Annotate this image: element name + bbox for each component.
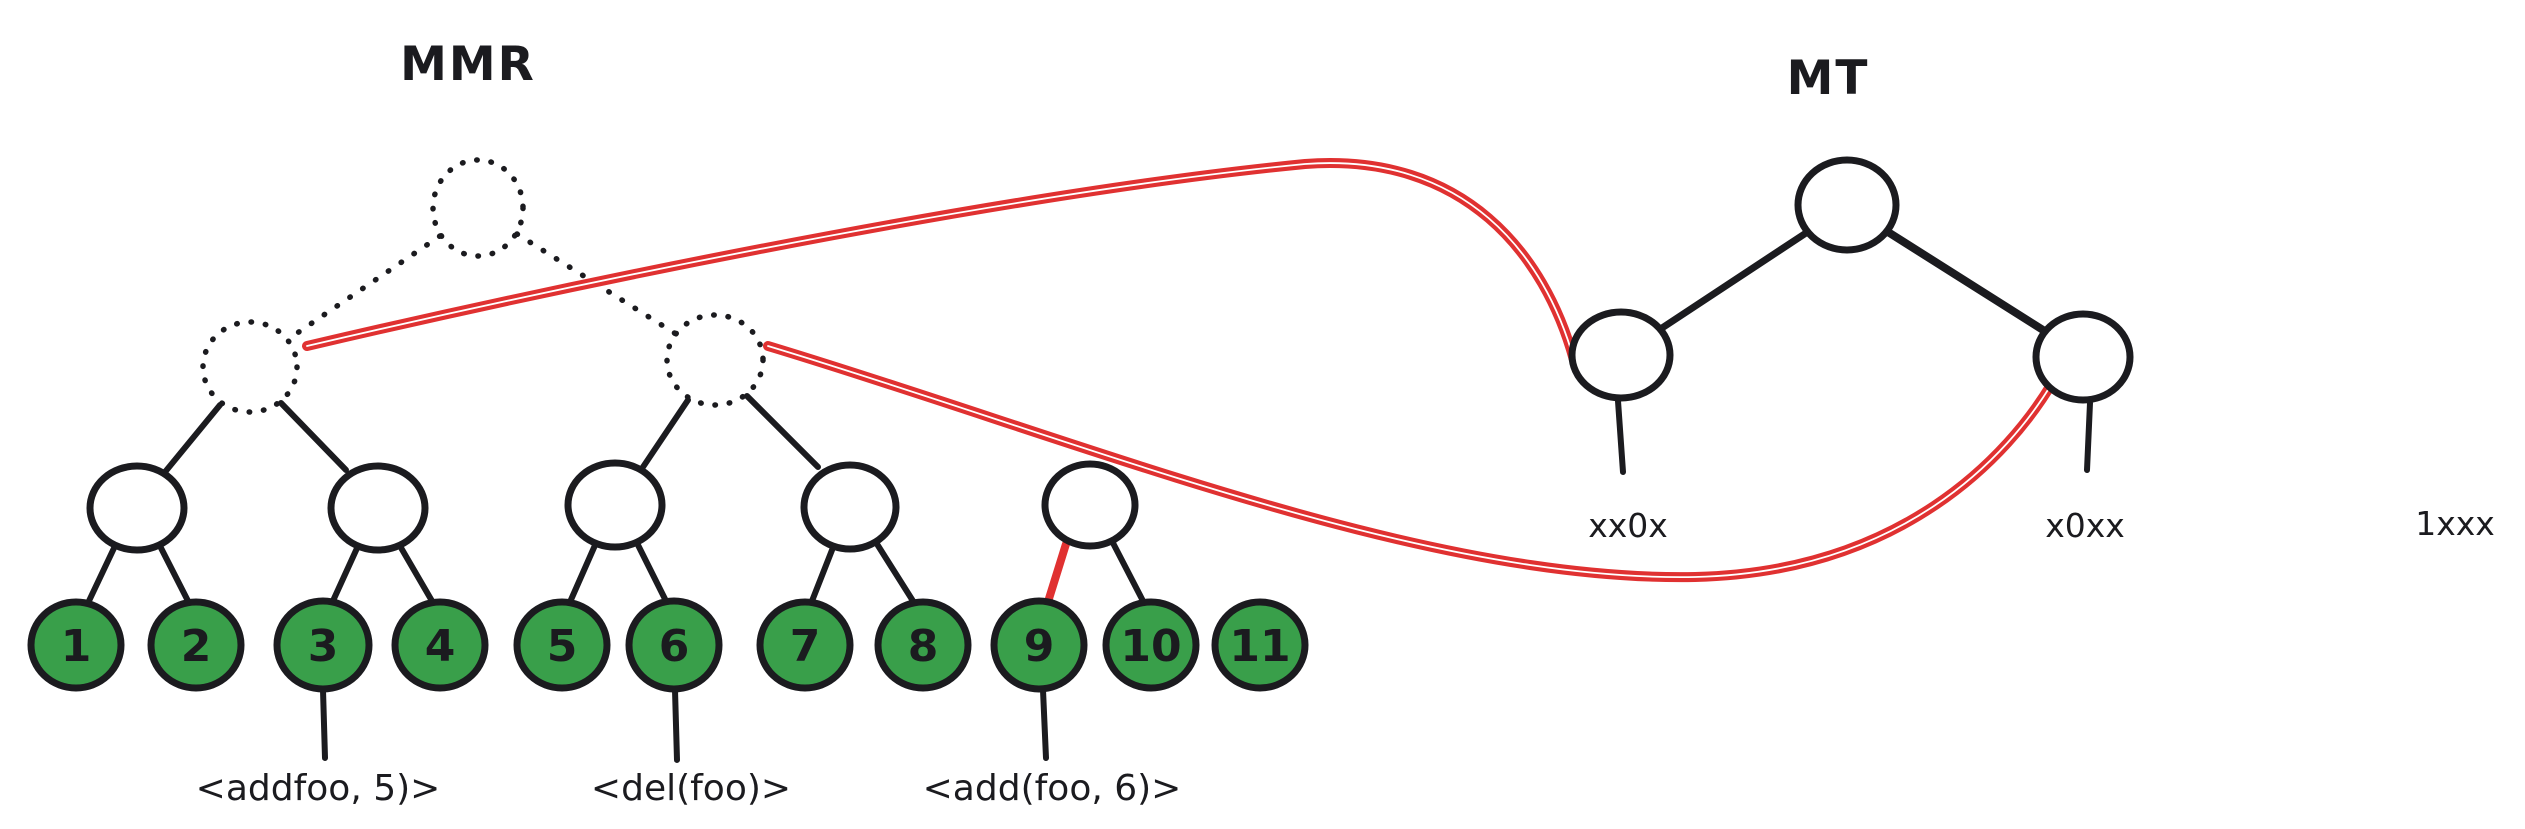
op-label-add-6: <add(foo, 6)> [923, 768, 1182, 809]
leaf-circle [874, 598, 972, 692]
red-link-peak1-inner-line [306, 162, 1575, 361]
leaf-circle [625, 597, 723, 693]
leaf-number: 5 [547, 621, 578, 672]
mmr-dotted-edge-root-left [284, 233, 443, 343]
mmr-red-edge-p910-leaf9 [1043, 540, 1070, 609]
mmr-leaf-7: 7 [756, 598, 854, 692]
mt-label-xx0x: xx0x [1588, 506, 1668, 545]
mmr-edge-p78-leaf7 [809, 542, 837, 604]
mmr-edge-p78-leaf8 [874, 541, 916, 604]
mt-stem-right-child [2084, 400, 2093, 473]
leaf-number: 11 [1229, 621, 1290, 672]
mmr-edge-p56-leaf6 [634, 540, 669, 604]
mt-stem-left-child [1615, 398, 1626, 475]
mmr-leaf-4: 4 [391, 598, 489, 692]
mmr-edge-p910-leaf10 [1110, 540, 1146, 604]
red-link-peak1-to-mt-left [302, 158, 1579, 365]
mmr-leaf-5: 5 [513, 598, 611, 692]
mt-label-x0xx: x0xx [2045, 506, 2125, 545]
leaf-circle [1102, 598, 1200, 692]
mt-label-1xxx: 1xxx [2415, 504, 2495, 543]
leaf-number: 9 [1024, 621, 1055, 672]
mmr-edge-p56-leaf5 [567, 540, 599, 605]
leaf-number: 2 [181, 621, 212, 672]
mmr-internal-node-34 [327, 462, 429, 554]
mmr-leaf-3: 3 [273, 597, 373, 693]
leaf-circle [513, 598, 611, 692]
leaf-number: 7 [790, 621, 821, 672]
mt-right-child-node [2032, 310, 2134, 404]
mmr-stem-leaf3 [320, 687, 328, 761]
red-link-peak2-inner-line [767, 345, 2055, 578]
leaf-circle [27, 598, 125, 692]
mmr-leaf-1: 1 [27, 598, 125, 692]
leaf-circle [273, 597, 373, 693]
mt-edge-root-left [1658, 229, 1810, 332]
mmr-internal-node-910 [1041, 460, 1139, 550]
leaf-number: 8 [908, 621, 939, 672]
mmr-dotted-peak-node-1 [200, 319, 300, 415]
op-label-add-5: <addfoo, 5)> [196, 768, 441, 809]
mmr-edge-p12-leaf2 [157, 543, 191, 604]
mmr-edge-peak1-p34 [278, 400, 349, 473]
leaf-circle [756, 598, 854, 692]
leaf-circle [990, 597, 1088, 693]
leaf-number: 3 [308, 621, 339, 672]
mmr-leaf-9: 9 [990, 597, 1088, 693]
mmr-edge-p12-leaf1 [85, 543, 118, 606]
leaf-circle [147, 598, 245, 692]
leaf-number: 4 [425, 621, 456, 672]
mt-edge-root-right [1884, 228, 2047, 334]
mt-title: MT [1787, 51, 1870, 106]
mmr-dotted-peak-node-2 [664, 312, 766, 408]
mmr-title: MMR [400, 37, 536, 92]
mmr-dotted-root-node [430, 157, 526, 259]
mmr-leaf-6: 6 [625, 597, 723, 693]
leaf-circle [1211, 598, 1309, 692]
mt-root-node [1794, 156, 1900, 254]
leaf-number: 1 [61, 621, 92, 672]
mmr-leaf-11: 11 [1211, 598, 1309, 692]
leaf-circle [391, 598, 489, 692]
mmr-stem-leaf6 [672, 687, 680, 763]
mmr-edge-peak1-p12 [162, 402, 223, 475]
mmr-edge-p34-leaf4 [397, 543, 435, 604]
mmr-edge-peak2-p56 [640, 397, 691, 470]
mmr-internal-node-12 [86, 462, 188, 554]
mmr-leaf-2: 2 [147, 598, 245, 692]
mmr-internal-node-56 [564, 459, 666, 551]
mmr-stem-leaf9 [1040, 687, 1049, 761]
leaf-number: 6 [659, 621, 690, 672]
mmr-leaf-8: 8 [874, 598, 972, 692]
leaf-number: 10 [1120, 621, 1181, 672]
mmr-edge-p34-leaf3 [329, 543, 361, 606]
mmr-leaf-10: 10 [1102, 598, 1200, 692]
op-label-del: <del(foo)> [591, 768, 791, 809]
mt-left-child-node [1568, 308, 1674, 402]
mmr-edge-peak2-p78 [744, 393, 821, 470]
mmr-internal-node-78 [800, 461, 900, 553]
